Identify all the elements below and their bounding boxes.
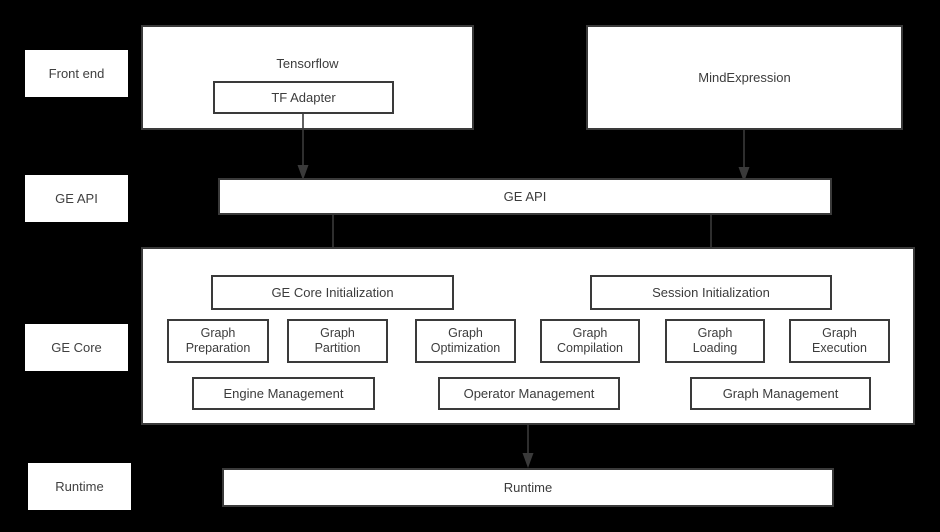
module-graph-compilation-label: Graph Compilation [556, 326, 623, 355]
module-graph-preparation[interactable]: Graph Preparation [167, 319, 269, 363]
module-graph-preparation-label: Graph Preparation [185, 326, 251, 355]
tf-adapter-box[interactable]: TF Adapter [213, 81, 394, 114]
arrow-tf-adapter-to-ge-api [297, 112, 309, 180]
mindexpression-container: MindExpression [586, 25, 903, 130]
layer-label-ge-api: GE API [25, 175, 128, 222]
layer-label-front-end: Front end [25, 50, 128, 97]
module-graph-execution-label: Graph Execution [812, 326, 867, 355]
arrow-mindexpression-to-ge-api [738, 128, 750, 182]
manager-operator-management[interactable]: Operator Management [438, 377, 620, 410]
runtime-bar-label: Runtime [503, 479, 553, 495]
layer-label-runtime: Runtime [28, 463, 131, 510]
manager-engine-management[interactable]: Engine Management [192, 377, 375, 410]
layer-label-front-end-text: Front end [48, 65, 105, 81]
manager-engine-management-label: Engine Management [223, 385, 344, 401]
module-graph-execution[interactable]: Graph Execution [789, 319, 890, 363]
module-graph-loading[interactable]: Graph Loading [665, 319, 765, 363]
mindexpression-title: MindExpression [698, 69, 791, 85]
ge-api-bar-label: GE API [503, 188, 547, 204]
session-initialization-box[interactable]: Session Initialization [590, 275, 832, 310]
layer-label-runtime-text: Runtime [55, 478, 104, 494]
module-graph-optimization-label: Graph Optimization [430, 326, 501, 355]
module-graph-partition[interactable]: Graph Partition [287, 319, 388, 363]
ge-core-initialization-box[interactable]: GE Core Initialization [211, 275, 454, 310]
manager-graph-management-label: Graph Management [722, 385, 839, 401]
layer-label-ge-core-text: GE Core [51, 339, 102, 355]
module-graph-loading-label: Graph Loading [692, 326, 738, 355]
layer-label-ge-api-text: GE API [55, 190, 98, 206]
tensorflow-title: Tensorflow [276, 56, 339, 71]
module-graph-optimization[interactable]: Graph Optimization [415, 319, 516, 363]
layer-label-ge-core: GE Core [25, 324, 128, 371]
ge-core-initialization-label: GE Core Initialization [271, 284, 394, 300]
arrow-ge-core-to-runtime [522, 425, 534, 468]
ge-api-bar[interactable]: GE API [218, 178, 832, 215]
manager-graph-management[interactable]: Graph Management [690, 377, 871, 410]
session-initialization-label: Session Initialization [652, 284, 770, 300]
manager-operator-management-label: Operator Management [463, 385, 595, 401]
module-graph-partition-label: Graph Partition [314, 326, 361, 355]
tf-adapter-label: TF Adapter [271, 89, 336, 105]
runtime-bar[interactable]: Runtime [222, 468, 834, 507]
module-graph-compilation[interactable]: Graph Compilation [540, 319, 640, 363]
